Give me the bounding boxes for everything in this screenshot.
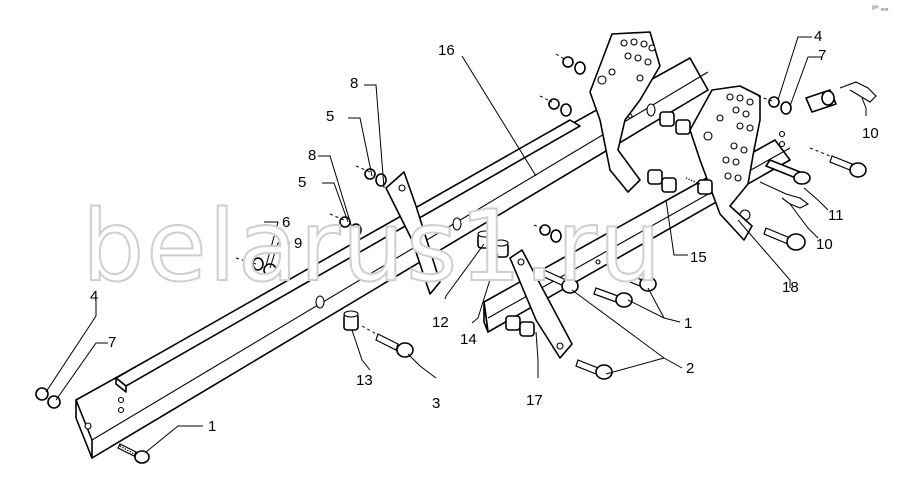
assembly-axes (235, 53, 831, 337)
callout-18: 18 (782, 279, 799, 296)
bolt-2-a (541, 269, 579, 294)
nut-mid-1 (339, 216, 362, 237)
bushing-12 (477, 230, 493, 249)
callout-8-lower: 8 (308, 147, 316, 164)
bracket-holes-upper (597, 38, 656, 85)
callout-4-left: 4 (90, 288, 98, 305)
bolt-1-upper-2 (619, 271, 657, 292)
bushing-b (675, 119, 691, 135)
nut-top-2 (548, 98, 572, 117)
top-strip (115, 119, 581, 393)
callout-3: 3 (432, 395, 440, 412)
callout-15: 15 (690, 249, 707, 266)
callout-17: 17 (526, 392, 543, 409)
nuts-washers (35, 56, 792, 409)
callout-12: 12 (432, 314, 449, 331)
bracket-plate-front (689, 85, 761, 241)
bolt-right-2 (763, 227, 806, 251)
bolt-2-b (575, 359, 613, 380)
callout-5-upper: 5 (326, 108, 334, 125)
nut-centre (539, 224, 562, 243)
callout-16: 16 (438, 42, 455, 59)
callout-1-front: 1 (208, 418, 216, 435)
bolt-1-upper (593, 287, 633, 308)
pin-middle-right (759, 159, 811, 209)
bushing-d (661, 177, 677, 193)
bushing-14 (493, 239, 509, 258)
callout-labels: 16 8 5 8 5 6 9 4 7 1 12 14 13 3 17 1 2 1… (90, 28, 879, 435)
bushings (343, 111, 713, 337)
leader-lines (45, 36, 867, 453)
callout-7-left: 7 (108, 334, 116, 351)
bushing-f (519, 321, 535, 337)
bushing-e (505, 315, 521, 331)
nut-right (768, 96, 792, 115)
nut-left-upper (252, 257, 277, 277)
watermark-text: belarus1.ru (82, 190, 663, 304)
callout-13: 13 (356, 372, 373, 389)
callout-11: 11 (828, 207, 844, 224)
callout-14: 14 (460, 331, 477, 348)
callout-10-upper: 10 (862, 125, 879, 142)
corner-mark: ᵍᵐ ₐₐₐ (872, 5, 889, 12)
bracket-holes-front (703, 93, 754, 182)
nut-top-1 (562, 56, 586, 75)
callout-10-lower: 10 (816, 236, 833, 253)
bolt-3 (375, 333, 414, 358)
callout-7-right: 7 (818, 47, 826, 64)
callout-1-right: 1 (684, 315, 692, 332)
callout-9: 9 (294, 235, 302, 252)
upright-plate-centre (509, 249, 573, 359)
bracket-plate-upper (589, 31, 661, 193)
callout-4-right: 4 (814, 28, 822, 45)
callout-2: 2 (686, 360, 694, 377)
callout-8-upper: 8 (350, 75, 358, 92)
bushing-13 (343, 310, 359, 331)
nut-left-front (35, 387, 61, 409)
callout-5-lower: 5 (298, 174, 306, 191)
pins (759, 81, 877, 209)
bushing-a (659, 111, 675, 127)
upright-plate-left (385, 171, 441, 295)
pin-top-right (805, 81, 877, 113)
bushing-g (697, 179, 713, 195)
bolt-1-front (117, 443, 150, 464)
bolt-right-1 (829, 155, 867, 178)
bushing-c (647, 169, 663, 185)
callout-6: 6 (282, 214, 290, 231)
